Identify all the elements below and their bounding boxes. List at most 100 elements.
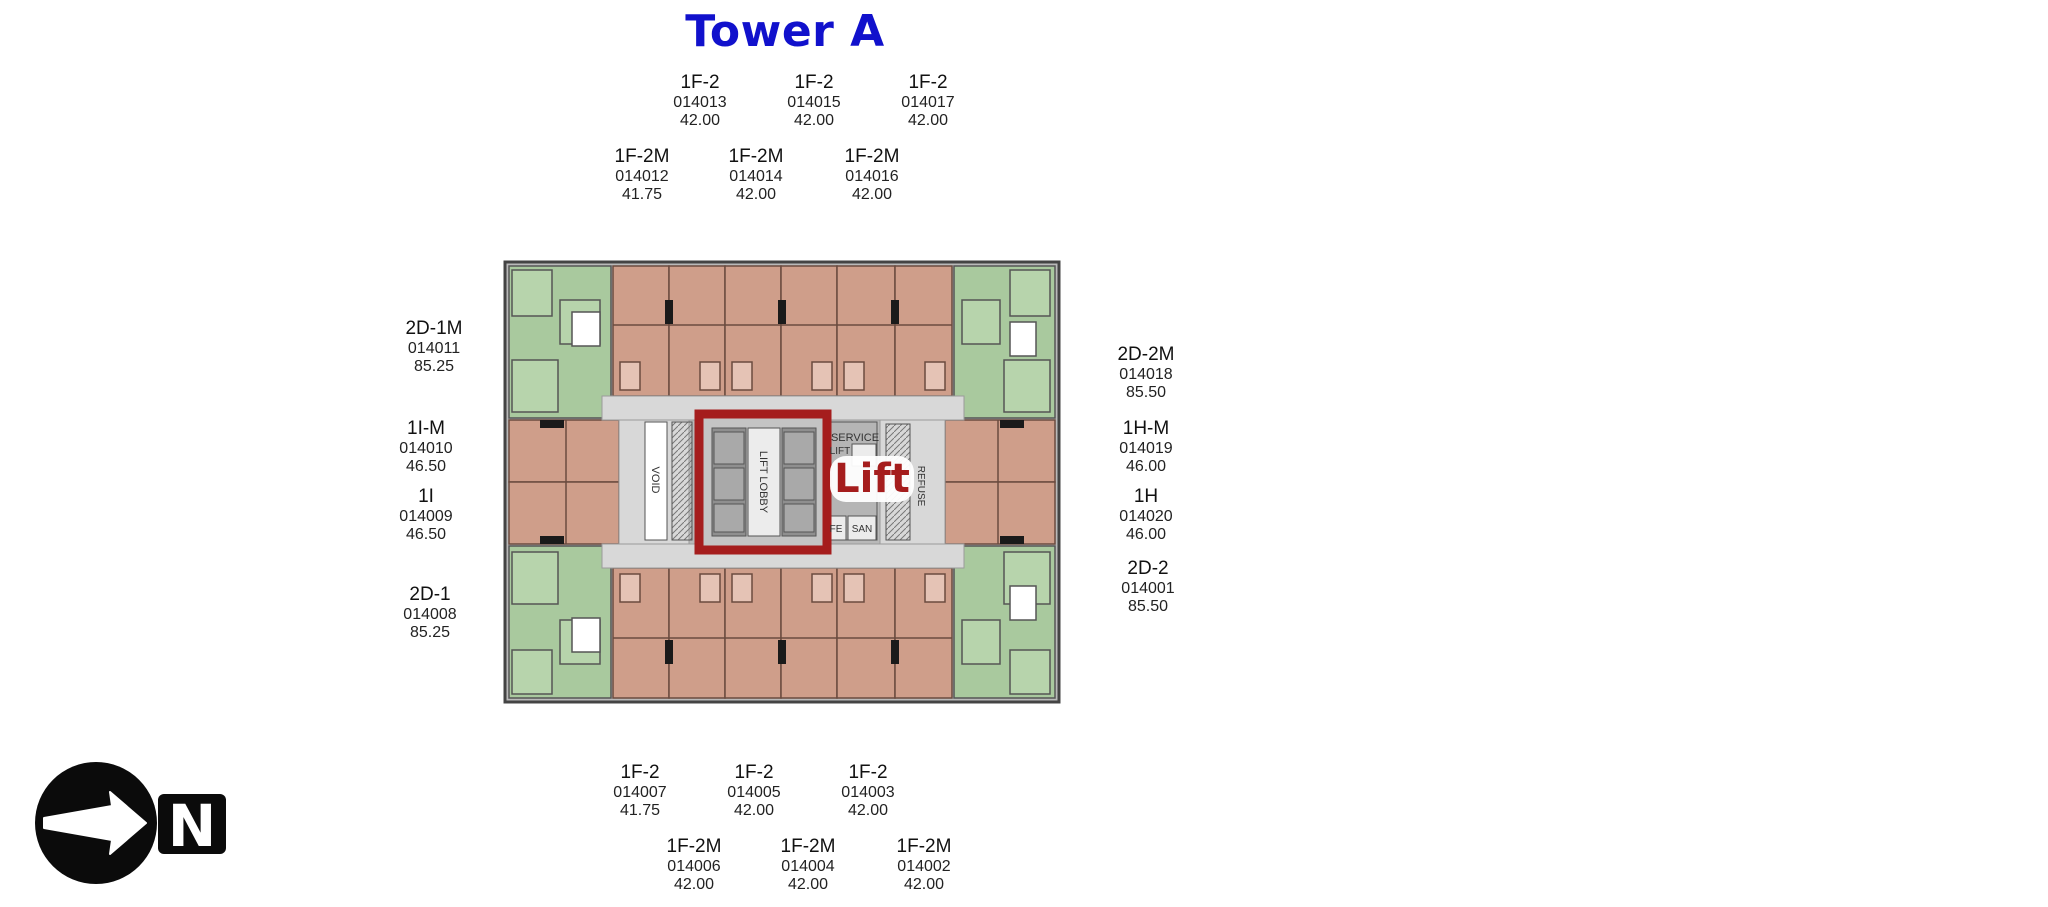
unit-type: 1F-2 [794, 72, 834, 93]
unit-area: 85.50 [1125, 384, 1167, 402]
unit-014011-plan [508, 265, 612, 419]
unit-label-014013: 1F-2 014013 42.00 [640, 72, 760, 131]
unit-type: 1F-2 [734, 762, 774, 783]
unit-area: 46.50 [405, 526, 447, 544]
lift-callout-bg [830, 456, 914, 502]
unit-type: 1F-2M [666, 836, 722, 857]
refuse-label: REFUSE [915, 466, 926, 507]
fe-label: FE [830, 524, 843, 535]
unit-code: 014003 [841, 783, 895, 801]
unit-type: 1F-2M [896, 836, 952, 857]
core [644, 417, 911, 547]
unit-area: 46.50 [405, 458, 447, 476]
unit-label-014018: 2D-2M 014018 85.50 [1086, 344, 1206, 403]
san-label: SAN [852, 524, 873, 535]
unit-code: 014017 [901, 93, 955, 111]
unit-area: 42.00 [847, 802, 889, 820]
unit-type: 1H-M [1122, 418, 1170, 439]
unit-area: 46.00 [1125, 526, 1167, 544]
unit-area: 42.00 [735, 186, 777, 204]
unit-code: 014014 [729, 167, 783, 185]
unit-code: 014015 [787, 93, 841, 111]
unit-area: 46.00 [1125, 458, 1167, 476]
lift-lobby-label: LIFT LOBBY [757, 451, 769, 514]
service-label: SERVICE [831, 432, 879, 444]
unit-type: 2D-2M [1117, 344, 1175, 365]
unit-label-014019: 1H-M 014019 46.00 [1086, 418, 1206, 477]
unit-label-014007: 1F-2 014007 41.75 [580, 762, 700, 821]
north-arrow-icon [35, 762, 157, 884]
unit-label-014004: 1F-2M 014004 42.00 [748, 836, 868, 895]
unit-code: 014019 [1119, 439, 1173, 457]
unit-area: 42.00 [673, 876, 715, 894]
page-title: Tower A [685, 6, 885, 57]
unit-type: 1I [418, 486, 434, 507]
unit-code: 014010 [399, 439, 453, 457]
unit-type: 1F-2 [908, 72, 948, 93]
unit-code: 014018 [1119, 365, 1173, 383]
unit-type: 1H [1133, 486, 1159, 507]
unit-area: 85.25 [409, 624, 451, 642]
bottom-row-units [612, 567, 953, 699]
unit-label-014008: 2D-1 014008 85.25 [370, 584, 490, 643]
unit-area: 42.00 [793, 112, 835, 130]
west-units [508, 419, 620, 545]
unit-type: 1F-2 [848, 762, 888, 783]
unit-label-014010: 1I-M 014010 46.50 [366, 418, 486, 477]
void-label: VOID [649, 467, 661, 494]
unit-code: 014002 [897, 857, 951, 875]
unit-label-014017: 1F-2 014017 42.00 [868, 72, 988, 131]
unit-code: 014005 [727, 783, 781, 801]
unit-label-014006: 1F-2M 014006 42.00 [634, 836, 754, 895]
unit-type: 1F-2M [780, 836, 836, 857]
unit-label-014015: 1F-2 014015 42.00 [754, 72, 874, 131]
unit-type: 1F-2 [620, 762, 660, 783]
unit-type: 1F-2M [614, 146, 670, 167]
compass-label: N [168, 792, 217, 860]
unit-area: 41.75 [619, 802, 661, 820]
unit-area: 42.00 [907, 112, 949, 130]
unit-014018-plan [953, 265, 1056, 419]
unit-area: 42.00 [733, 802, 775, 820]
unit-label-014002: 1F-2M 014002 42.00 [864, 836, 984, 895]
unit-label-014014: 1F-2M 014014 42.00 [696, 146, 816, 205]
unit-label-014016: 1F-2M 014016 42.00 [812, 146, 932, 205]
unit-code: 014013 [673, 93, 727, 111]
unit-type: 1I-M [407, 418, 445, 439]
unit-code: 014006 [667, 857, 721, 875]
service-lift-label: LIFT [830, 446, 851, 457]
unit-label-014005: 1F-2 014005 42.00 [694, 762, 814, 821]
unit-type: 1F-2 [680, 72, 720, 93]
unit-014001-plan [953, 545, 1056, 699]
unit-type: 2D-2 [1127, 558, 1169, 579]
unit-type: 2D-1 [409, 584, 451, 605]
unit-014008-plan [508, 545, 612, 699]
unit-area: 42.00 [679, 112, 721, 130]
compass-letter-box [158, 794, 226, 854]
unit-area: 85.25 [413, 358, 455, 376]
east-units [944, 419, 1056, 545]
unit-label-014012: 1F-2M 014012 41.75 [582, 146, 702, 205]
top-row-units [612, 265, 953, 397]
unit-type: 1F-2M [844, 146, 900, 167]
unit-code: 014007 [613, 783, 667, 801]
unit-code: 014001 [1121, 579, 1175, 597]
lift-highlight [694, 409, 832, 555]
unit-code: 014009 [399, 507, 453, 525]
unit-label-014001: 2D-2 014001 85.50 [1088, 558, 1208, 617]
unit-type: 1F-2M [728, 146, 784, 167]
unit-label-014011: 2D-1M 014011 85.25 [374, 318, 494, 377]
lift-callout: Lift [834, 456, 910, 502]
unit-label-014003: 1F-2 014003 42.00 [808, 762, 928, 821]
unit-code: 014012 [615, 167, 669, 185]
unit-area: 42.00 [903, 876, 945, 894]
unit-type: 2D-1M [405, 318, 463, 339]
unit-label-014009: 1I 014009 46.50 [366, 486, 486, 545]
unit-code: 014008 [403, 605, 457, 623]
unit-code: 014020 [1119, 507, 1173, 525]
unit-label-014020: 1H 014020 46.00 [1086, 486, 1206, 545]
unit-code: 014004 [781, 857, 835, 875]
unit-code: 014011 [407, 339, 461, 357]
unit-code: 014016 [845, 167, 899, 185]
